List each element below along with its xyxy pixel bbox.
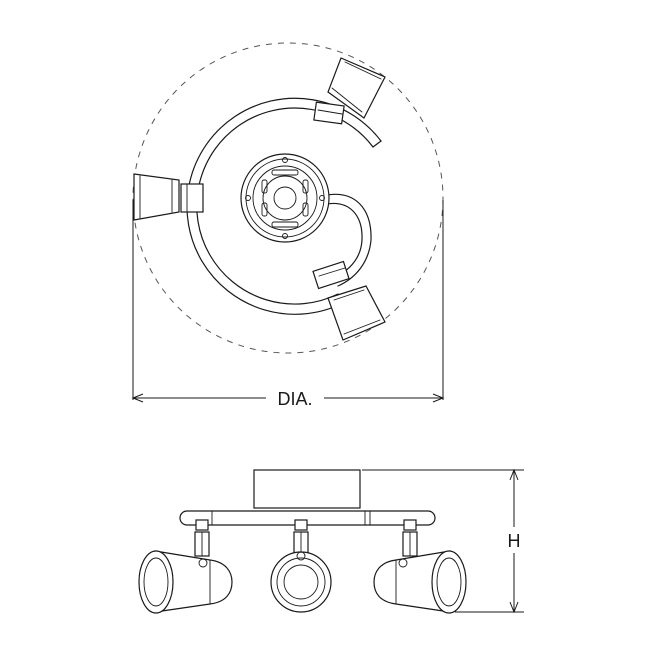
spot-head-left <box>133 173 204 221</box>
side-canopy <box>253 469 361 509</box>
side-view: H <box>138 468 524 614</box>
h-arrow-top <box>509 468 519 481</box>
top-view: DIA. <box>131 42 445 409</box>
spot-head-top-right <box>313 57 386 125</box>
diameter-outline <box>132 42 444 354</box>
diameter-label: DIA. <box>277 389 312 409</box>
side-spot-right <box>373 519 467 614</box>
side-spot-middle <box>270 519 332 613</box>
spot-head-bottom-right <box>312 260 386 341</box>
side-spot-left <box>138 519 233 614</box>
dim-arrow-right <box>432 393 445 403</box>
canopy-plate <box>240 153 330 243</box>
diameter-dimension: DIA. <box>131 200 445 409</box>
h-arrow-bottom <box>509 601 519 614</box>
height-label: H <box>508 531 521 551</box>
height-dimension: H <box>362 468 524 614</box>
dim-arrow-left <box>131 393 144 403</box>
